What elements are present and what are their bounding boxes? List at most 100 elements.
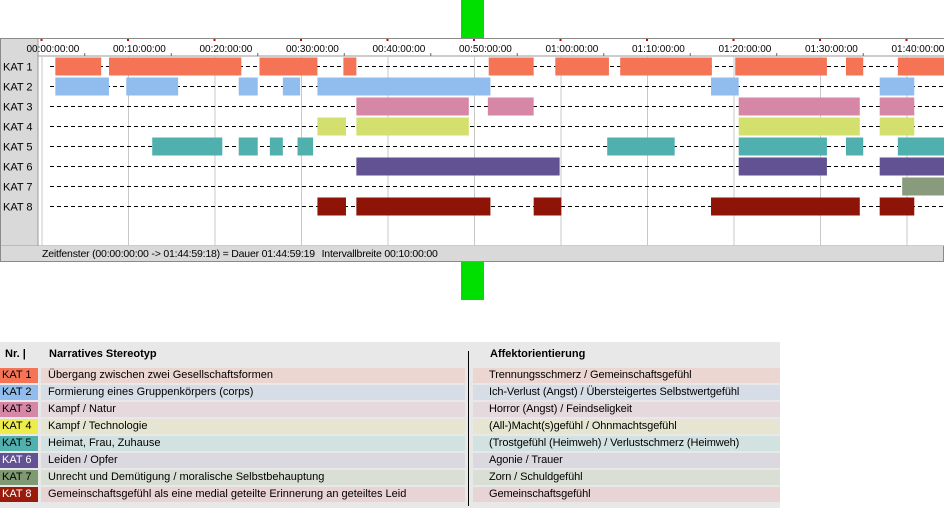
tick-mark bbox=[905, 39, 908, 41]
segment-bar bbox=[533, 197, 562, 216]
tick-mark bbox=[732, 39, 735, 41]
segment-bar bbox=[738, 137, 827, 156]
legend-code: KAT 2 bbox=[0, 385, 38, 400]
legend-affect: (All-)Macht(s)gefühl / Ohnmachtsgefühl bbox=[473, 419, 780, 434]
segment-bar bbox=[356, 197, 491, 216]
segment-bar bbox=[55, 77, 109, 96]
legend-code: KAT 4 bbox=[0, 419, 38, 434]
segment-bar bbox=[487, 97, 534, 116]
segment-bar bbox=[738, 97, 860, 116]
segment-bar bbox=[735, 57, 827, 76]
segment-bar bbox=[879, 97, 915, 116]
segment-bar bbox=[297, 137, 314, 156]
tick-mark bbox=[386, 39, 389, 41]
segment-bar bbox=[108, 57, 242, 76]
tick-label: 01:30:00:00 bbox=[805, 44, 858, 55]
tick-mark bbox=[819, 39, 821, 41]
segment-bar bbox=[343, 57, 357, 76]
legend-code: KAT 3 bbox=[0, 402, 38, 417]
segment-bar bbox=[55, 57, 102, 76]
green-top-marker bbox=[461, 0, 484, 38]
minor-tick bbox=[343, 53, 345, 56]
row-label: KAT 6 bbox=[3, 162, 33, 174]
legend-affect: Gemeinschaftsgefühl bbox=[473, 487, 780, 502]
legend-affect: Zorn / Schuldgefühl bbox=[473, 470, 780, 485]
tick-label: 01:10:00:00 bbox=[632, 44, 685, 55]
status-interval: Intervallbreite 00:10:00:00 bbox=[321, 248, 438, 260]
segment-bar bbox=[126, 77, 179, 96]
tick-label: 00:50:00:00 bbox=[459, 44, 512, 55]
row-label: KAT 1 bbox=[3, 62, 33, 74]
segment-bar bbox=[282, 77, 301, 96]
segment-bar bbox=[317, 117, 346, 136]
segment-bar bbox=[152, 137, 223, 156]
row-label: KAT 2 bbox=[3, 82, 33, 94]
legend-code: KAT 7 bbox=[0, 470, 38, 485]
legend-header-stereotype: Narratives Stereotyp bbox=[49, 348, 157, 360]
tick-mark bbox=[127, 39, 129, 41]
tick-label: 01:00:00:00 bbox=[546, 44, 599, 55]
segment-bar bbox=[259, 57, 318, 76]
minor-tick bbox=[689, 53, 691, 56]
segment-bar bbox=[269, 137, 283, 156]
segment-bar bbox=[897, 137, 944, 156]
segment-bar bbox=[238, 77, 258, 96]
status-bar: Zeitfenster (00:00:00:00 -> 01:44:59:18)… bbox=[38, 246, 944, 263]
minor-tick bbox=[776, 53, 778, 56]
legend-description: Kampf / Technologie bbox=[41, 419, 465, 434]
legend-affect: Ich-Verlust (Angst) / Übersteigertes Sel… bbox=[473, 385, 780, 400]
segment-bar bbox=[356, 97, 469, 116]
segment-bar bbox=[317, 77, 491, 96]
legend-affect: (Trostgefühl (Heimweh) / Verlustschmerz … bbox=[473, 436, 780, 451]
time-ruler bbox=[38, 39, 944, 56]
tick-label: 00:00:00:00 bbox=[27, 44, 80, 55]
segment-bar bbox=[845, 137, 864, 156]
tick-mark bbox=[213, 39, 216, 41]
row-label: KAT 5 bbox=[3, 142, 33, 154]
status-window: Zeitfenster (00:00:00:00 -> 01:44:59:18)… bbox=[42, 248, 315, 260]
tick-mark bbox=[40, 39, 43, 41]
segment-bar bbox=[845, 57, 864, 76]
segment-bar bbox=[488, 57, 534, 76]
legend-header-nr: Nr. | bbox=[5, 348, 26, 360]
minor-tick bbox=[430, 53, 432, 56]
tick-mark bbox=[646, 39, 648, 41]
segment-bar bbox=[555, 57, 609, 76]
minor-tick bbox=[170, 53, 172, 56]
segment-bar bbox=[879, 77, 915, 96]
legend-description: Unrecht und Demütigung / moralische Selb… bbox=[41, 470, 465, 485]
segment-bar bbox=[738, 117, 860, 136]
legend-description: Übergang zwischen zwei Gesellschaftsform… bbox=[41, 368, 465, 383]
segment-bar bbox=[711, 197, 860, 216]
legend-header-affect: Affektorientierung bbox=[490, 348, 586, 360]
segment-bar bbox=[738, 157, 827, 176]
tick-label: 00:10:00:00 bbox=[113, 44, 166, 55]
minor-tick bbox=[603, 53, 605, 56]
legend-description: Kampf / Natur bbox=[41, 402, 465, 417]
legend-code: KAT 6 bbox=[0, 453, 38, 468]
segment-bar bbox=[620, 57, 712, 76]
segment-bar bbox=[356, 157, 560, 176]
legend-column-divider bbox=[468, 351, 469, 506]
tick-label: 00:30:00:00 bbox=[286, 44, 339, 55]
segment-bar bbox=[879, 197, 915, 216]
timeline-panel[interactable]: 00:00:00:00 00:10:00:00 00:20:00:00 00:30:0… bbox=[0, 38, 944, 262]
legend-code: KAT 8 bbox=[0, 487, 38, 502]
minor-tick bbox=[516, 53, 518, 56]
legend-description: Leiden / Opfer bbox=[41, 453, 465, 468]
legend-affect: Horror (Angst) / Feindseligkeit bbox=[473, 402, 780, 417]
tick-mark bbox=[300, 39, 302, 41]
tick-mark bbox=[559, 39, 562, 41]
tick-label: 00:20:00:00 bbox=[200, 44, 253, 55]
timeline-chart[interactable]: 00:00:00:00 00:10:00:00 00:20:00:00 00:30:0… bbox=[1, 39, 944, 246]
segment-bar bbox=[711, 77, 739, 96]
segment-bar bbox=[902, 177, 944, 196]
